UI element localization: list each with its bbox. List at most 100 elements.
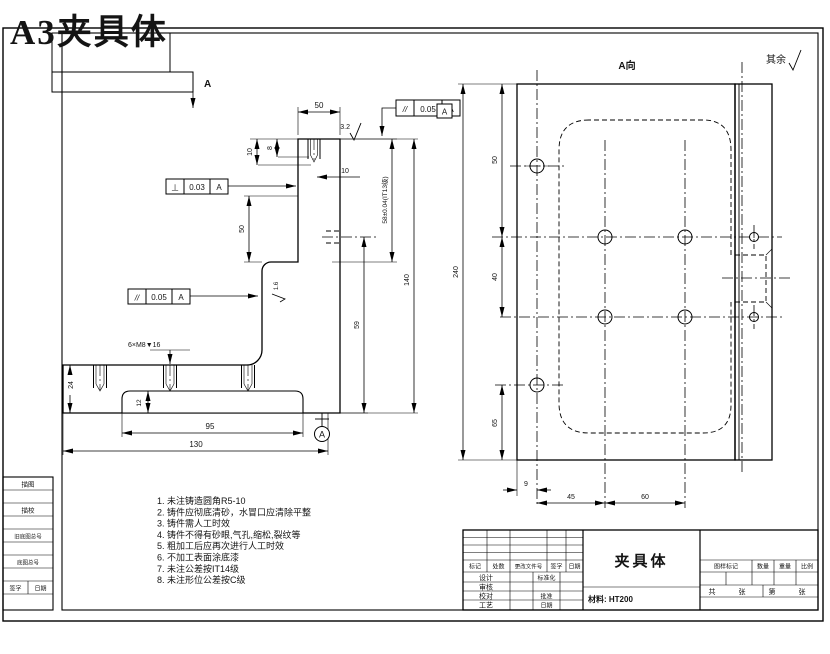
- svg-text:张: 张: [739, 587, 746, 596]
- dim-wall-left: 50: [239, 195, 298, 263]
- svg-text:标准化: 标准化: [537, 574, 555, 582]
- svg-text:审核: 审核: [479, 583, 493, 592]
- svg-text:A: A: [442, 108, 448, 117]
- svg-text:3.2: 3.2: [340, 124, 350, 131]
- boss-hidden-outline: [735, 248, 773, 309]
- svg-text:批准: 批准: [540, 593, 552, 601]
- right-view: A向 其余 A: [436, 49, 802, 508]
- note-line: 2. 铸件应彻底清砂，水冒口应清除平整: [157, 506, 311, 517]
- note-line: 5. 粗加工后应再次进行人工时效: [157, 540, 284, 551]
- dim-plate-height: 240: [453, 83, 517, 461]
- dim-base-width: 130: [62, 413, 329, 455]
- centerlines: [492, 70, 790, 508]
- dim-col-spacing: 9 45 60: [503, 460, 685, 506]
- svg-text:处数: 处数: [492, 563, 504, 571]
- part-name-cell: 夹具体 材料: HT200: [583, 552, 700, 604]
- svg-text:A: A: [319, 430, 325, 440]
- svg-text:130: 130: [189, 440, 203, 449]
- dim-base-height: 24: [67, 365, 78, 413]
- mark-table: 图样标记 数量 重量 比例 共 张 第 张: [700, 559, 818, 598]
- svg-text:59: 59: [354, 321, 361, 329]
- svg-text:65: 65: [492, 419, 499, 427]
- dim-hole-to-base: 59: [340, 237, 368, 414]
- svg-text:日期: 日期: [34, 585, 46, 593]
- svg-text:0.05: 0.05: [151, 293, 167, 302]
- svg-text:95: 95: [206, 422, 215, 431]
- svg-text:第: 第: [769, 587, 776, 596]
- note-line: 4. 铸件不得有砂眼,气孔,缩松,裂纹等: [157, 529, 301, 540]
- recess-hidden-outline: [558, 119, 732, 434]
- left-view: 50 10 8 10 ⊥ 0.03 A: [62, 73, 461, 455]
- svg-text:8: 8: [267, 146, 274, 150]
- dim-hole-depths: 10 8: [247, 138, 311, 166]
- svg-text:A: A: [204, 79, 211, 90]
- datum-flag: A: [314, 413, 330, 442]
- svg-text:工艺: 工艺: [479, 602, 493, 610]
- dim-step-height: 58±0.04(IT13级): [332, 138, 397, 263]
- svg-text:10: 10: [247, 148, 254, 156]
- note-line: 7. 未注公差按IT14级: [157, 563, 239, 574]
- material: 材料: HT200: [588, 594, 633, 604]
- technical-notes: 1. 未注铸造圆角R5-10 2. 铸件应彻底清砂，水冒口应清除平整 3. 铸件…: [157, 495, 311, 585]
- svg-text:0.03: 0.03: [189, 183, 205, 192]
- dim-row-spacing: 50 40 65: [492, 84, 505, 460]
- top-tapped-hole: [307, 139, 321, 163]
- svg-text:更改文件号: 更改文件号: [515, 563, 543, 571]
- svg-text:数量: 数量: [757, 563, 769, 571]
- svg-text:其余: 其余: [766, 53, 786, 66]
- svg-text:A: A: [178, 293, 184, 302]
- part-name: 夹具体: [614, 552, 668, 570]
- base-tapped-holes: [93, 365, 255, 392]
- fcf-perpendicularity: ⊥ 0.03 A: [165, 178, 296, 195]
- svg-text:50: 50: [239, 225, 246, 233]
- svg-text:1.6: 1.6: [274, 281, 280, 290]
- svg-text:12: 12: [136, 399, 143, 407]
- fcf-parallelism-mid: // 0.05 A: [127, 288, 258, 305]
- svg-text:张: 张: [799, 587, 806, 596]
- svg-text:底图总号: 底图总号: [17, 559, 40, 567]
- svg-text:0.05: 0.05: [420, 105, 436, 114]
- dim-hole-offset: 10: [317, 168, 360, 180]
- view-label: A向: [618, 59, 635, 72]
- svg-text:50: 50: [492, 156, 499, 164]
- svg-text:描校: 描校: [22, 506, 36, 515]
- view-arrow: A: [190, 73, 211, 108]
- svg-text://: //: [402, 105, 408, 114]
- thread-callout: 6×M8▼16: [128, 342, 190, 364]
- svg-text:⊥: ⊥: [171, 183, 179, 193]
- plate-outline: [516, 83, 736, 461]
- svg-text:签字: 签字: [550, 563, 562, 571]
- dim-recess-depth: 12: [136, 391, 151, 413]
- roughness-step: 1.6: [271, 281, 286, 303]
- svg-text:A: A: [216, 183, 222, 192]
- svg-text://: //: [134, 294, 140, 303]
- svg-text:240: 240: [453, 266, 460, 278]
- margin-table: 描图 描校 旧底图总号 底图总号 签字 日期: [2, 476, 54, 611]
- title-block: 标记 处数 更改文件号 签字 日期 设计 标准化 审核 校对 批准 工艺 日期 …: [462, 529, 819, 611]
- svg-text:设计: 设计: [479, 573, 493, 582]
- svg-text:签字: 签字: [9, 585, 21, 593]
- remainder-roughness: 其余: [766, 49, 802, 72]
- dim-recess-width: 95: [121, 413, 304, 437]
- svg-text:9: 9: [524, 481, 528, 488]
- svg-text:校对: 校对: [479, 592, 493, 601]
- svg-text:58±0.04(IT13级): 58±0.04(IT13级): [380, 176, 389, 223]
- note-line: 1. 未注铸造圆角R5-10: [157, 495, 246, 506]
- svg-text:40: 40: [492, 273, 499, 281]
- svg-text:10: 10: [341, 168, 349, 175]
- svg-text:描图: 描图: [22, 480, 35, 489]
- svg-text:6×M8▼16: 6×M8▼16: [128, 342, 161, 349]
- svg-text:日期: 日期: [540, 602, 552, 610]
- svg-text:日期: 日期: [568, 563, 580, 571]
- hole-circles: [525, 158, 759, 393]
- svg-text:比例: 比例: [801, 563, 813, 571]
- svg-text:24: 24: [68, 381, 75, 389]
- part-section-outline: [62, 138, 341, 414]
- svg-text:共: 共: [709, 587, 716, 596]
- note-line: 3. 铸件需人工时效: [157, 518, 230, 529]
- note-line: 8. 未注形位公差按C级: [157, 574, 246, 585]
- wall-strip-outline: [734, 83, 773, 461]
- svg-text:图样标记: 图样标记: [714, 563, 738, 571]
- svg-text:重量: 重量: [779, 563, 791, 571]
